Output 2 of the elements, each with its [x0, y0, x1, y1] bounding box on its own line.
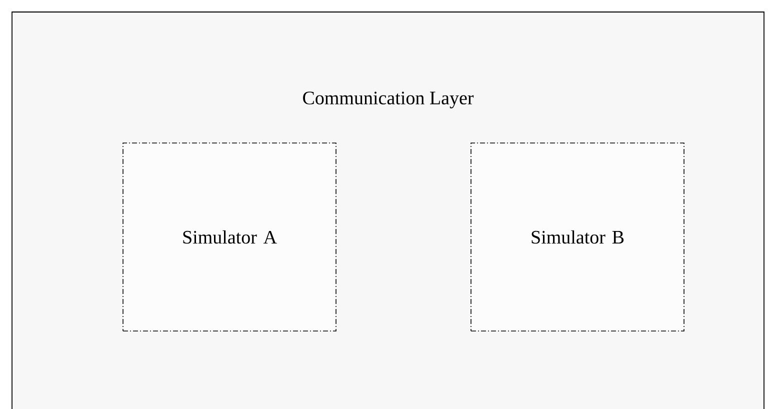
simulator-box: Simulator A: [122, 142, 336, 332]
simulator-box: Simulator B: [470, 142, 684, 332]
